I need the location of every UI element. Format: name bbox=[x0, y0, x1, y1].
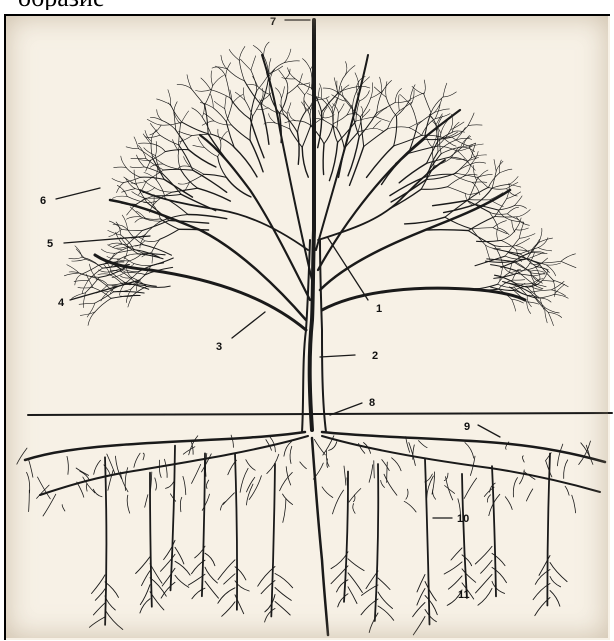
surface-root-left bbox=[25, 432, 305, 460]
ground-line bbox=[28, 413, 612, 415]
surface-rootlets bbox=[17, 435, 593, 522]
label-8: 8 bbox=[369, 397, 375, 409]
label-7: 7 bbox=[270, 16, 276, 28]
label-6: 6 bbox=[40, 195, 46, 207]
label-2: 2 bbox=[372, 350, 378, 362]
main-limb-left bbox=[95, 255, 306, 330]
vertical-roots bbox=[89, 446, 567, 635]
label-5: 5 bbox=[47, 238, 53, 250]
label-9: 9 bbox=[464, 421, 470, 433]
main-limb-right bbox=[322, 288, 525, 310]
label-1: 1 bbox=[376, 303, 382, 315]
label-3: 3 bbox=[216, 341, 222, 353]
label-10: 10 bbox=[457, 513, 469, 525]
label-11: 11 bbox=[458, 589, 470, 601]
label-4: 4 bbox=[58, 297, 65, 309]
